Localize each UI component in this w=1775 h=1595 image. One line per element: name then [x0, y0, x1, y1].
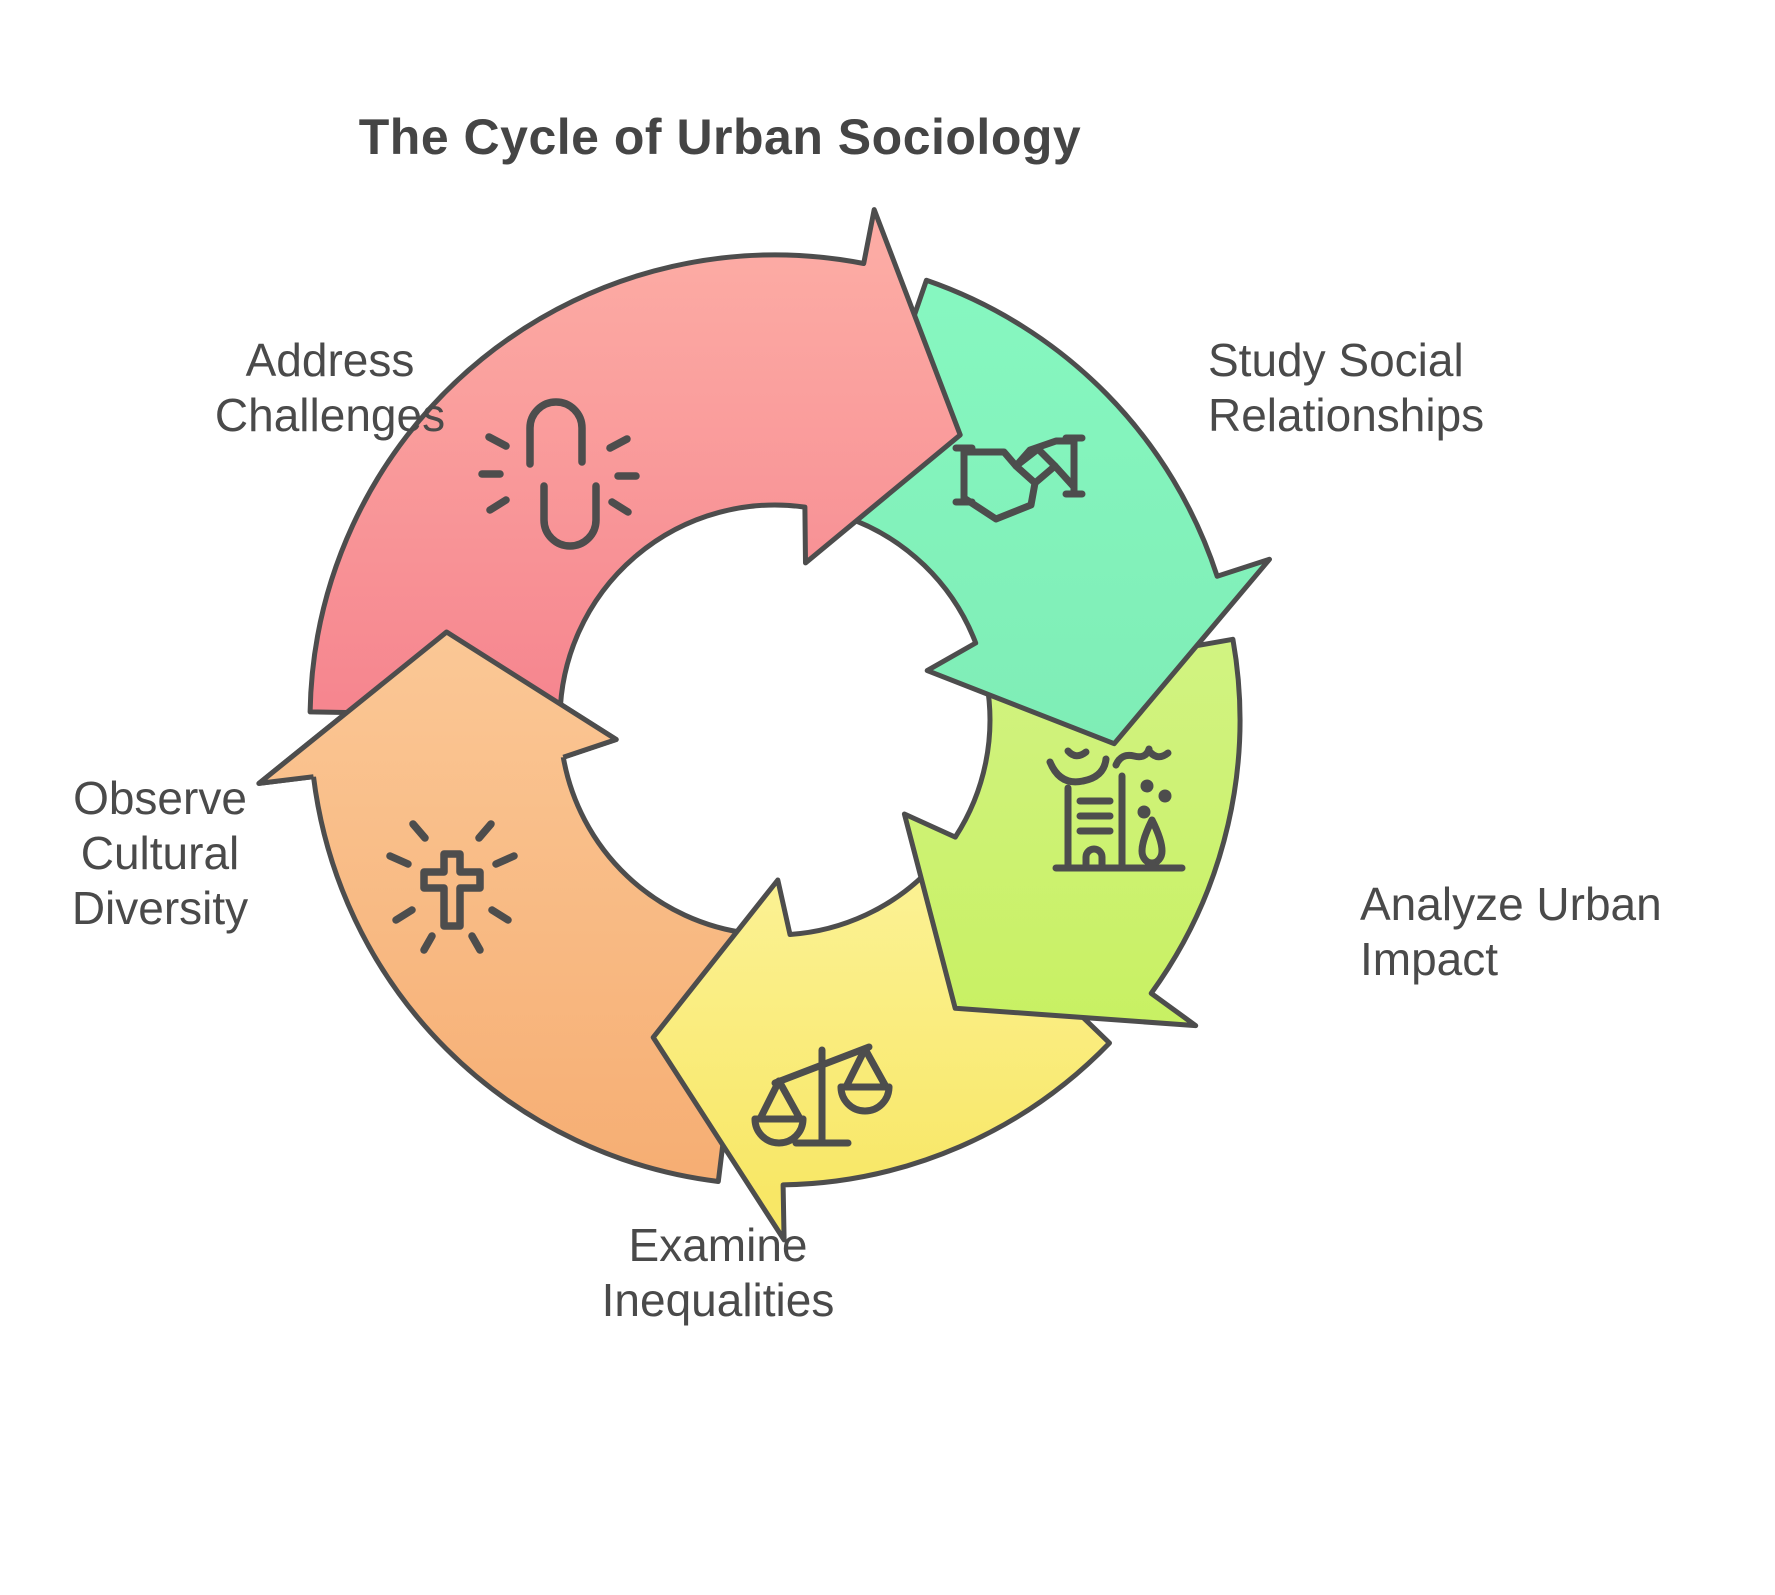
- label-address-challenges: Address Challenges: [105, 333, 555, 443]
- label-line: Observe: [73, 772, 247, 824]
- label-examine-inequalities: Examine Inequalities: [468, 1218, 968, 1328]
- label-line: Relationships: [1208, 389, 1485, 441]
- scales-icon: [751, 1043, 893, 1147]
- label-line: Challenges: [214, 389, 446, 441]
- label-line: Examine: [628, 1219, 808, 1271]
- label-line: Analyze Urban: [1360, 878, 1662, 930]
- label-analyze-urban-impact: Analyze Urban Impact: [1360, 877, 1775, 987]
- segment-head-overlay-observe-cultural-diversity: [258, 632, 617, 784]
- city-pollution-icon: [1046, 745, 1186, 872]
- page-title: The Cycle of Urban Sociology: [358, 109, 1082, 165]
- label-line: Inequalities: [601, 1274, 835, 1326]
- label-line: Study Social: [1208, 334, 1464, 386]
- label-line: Diversity: [71, 882, 249, 934]
- segment-study-social-relationships: [842, 277, 1272, 747]
- segment-head-overlay-stroke-observe-cultural-diversity: [256, 629, 619, 786]
- broken-link-icon: [478, 398, 640, 550]
- label-line: Impact: [1360, 933, 1499, 985]
- radiant-cross-icon: [386, 820, 518, 954]
- handshake-icon: [952, 434, 1086, 523]
- label-line: Address: [245, 334, 415, 386]
- label-line: Cultural: [80, 827, 240, 879]
- label-study-social-relationships: Study Social Relationships: [1208, 333, 1728, 443]
- segment-analyze-urban-impact: [901, 636, 1243, 1029]
- label-observe-cultural-diversity: Observe Cultural Diversity: [0, 771, 320, 936]
- segment-address-challenges: [307, 207, 963, 719]
